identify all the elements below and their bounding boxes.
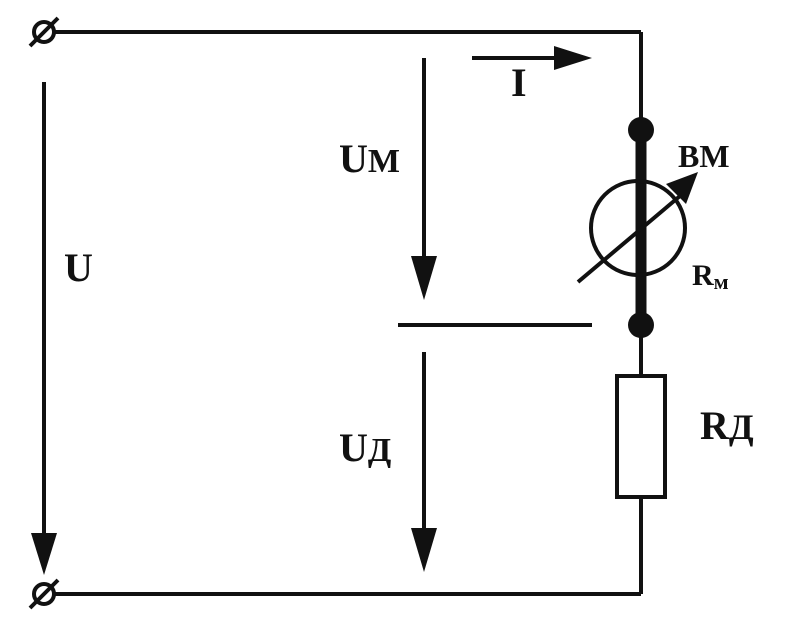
resistor-voltage-label-main: U (339, 425, 368, 470)
meter-name-label: ВМ (678, 138, 730, 174)
meter-resistance-label-sub: м (714, 269, 729, 294)
current-label: I (511, 60, 527, 105)
meter-adjust-arrow-head-icon (666, 172, 698, 204)
resistor-voltage-label-sub: Д (368, 432, 391, 469)
meter-symbol (576, 172, 698, 284)
meter-voltage-label-sub: М (368, 143, 400, 180)
resistor-name-label-main: R (700, 403, 730, 448)
meter-circle-icon (589, 179, 687, 277)
resistor-name-label: RД (700, 403, 754, 448)
resistor-name-label-sub: Д (729, 407, 754, 447)
meter-voltage-label: UМ (339, 136, 400, 181)
resistor-symbol (615, 374, 667, 499)
meter-voltage-label-main: U (339, 136, 368, 181)
junction-top-dot (628, 117, 654, 143)
meter-voltage-arrow (411, 58, 437, 300)
meter-adjust-arrow-shaft (576, 194, 682, 284)
current-arrow (472, 46, 592, 70)
junction-bottom-dot (628, 312, 654, 338)
supply-voltage-label: U (64, 245, 93, 290)
meter-resistance-label: Rм (692, 259, 729, 294)
supply-voltage-arrow (31, 82, 57, 575)
resistor-voltage-arrow (411, 352, 437, 572)
resistor-voltage-label: UД (339, 425, 391, 470)
terminal-top-icon (28, 16, 60, 48)
terminal-bottom-icon (28, 578, 60, 610)
meter-resistance-label-main: R (692, 259, 714, 292)
